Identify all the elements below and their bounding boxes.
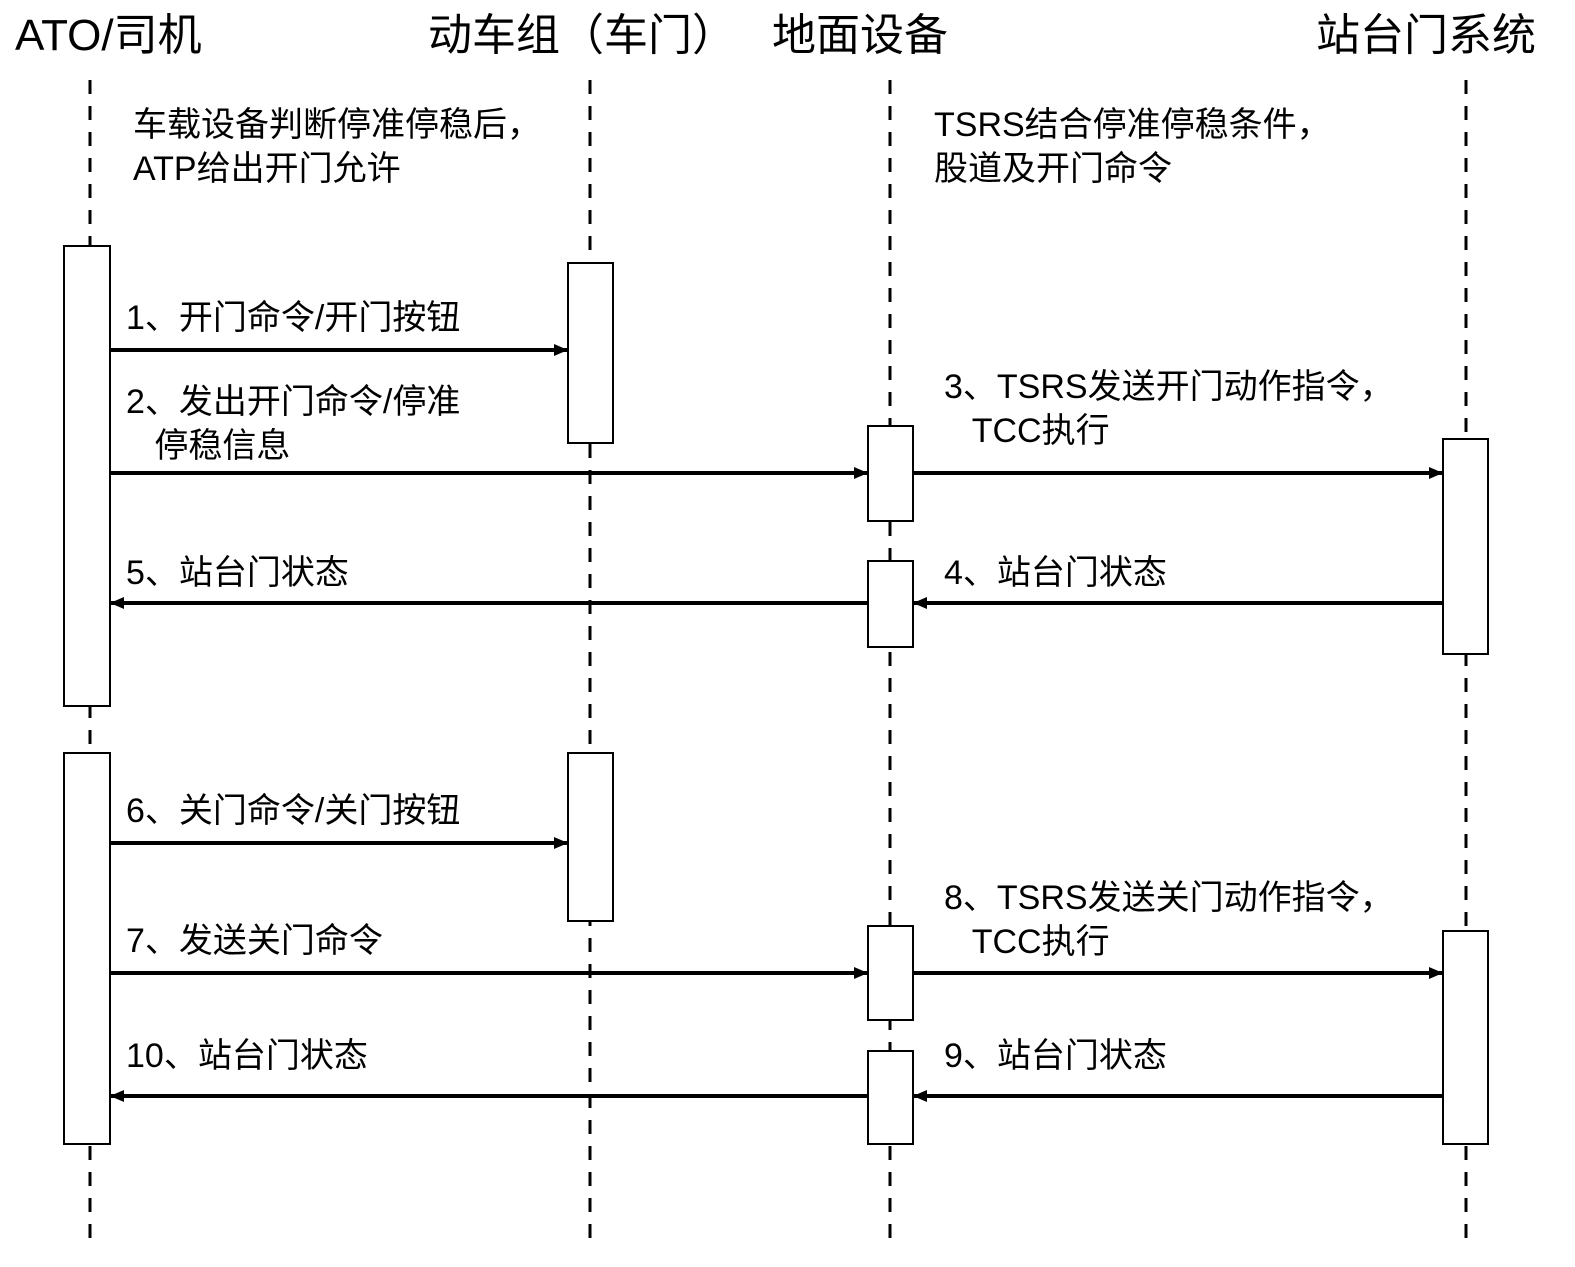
note-line: 车载设备判断停准停稳后， bbox=[133, 106, 541, 144]
lifeline-header-ato: ATO/司机 bbox=[15, 11, 202, 60]
message-label-line: 10、站台门状态 bbox=[126, 1037, 368, 1075]
message-label-1: 1、开门命令/开门按钮 bbox=[126, 297, 460, 341]
note-note-ground: TSRS结合停准停稳条件， 股道及开门命令 bbox=[934, 104, 1331, 191]
message-label-line: 4、站台门状态 bbox=[944, 554, 1167, 592]
activation-box-act-emu-2 bbox=[567, 752, 614, 922]
message-label-line: TCC执行 bbox=[944, 922, 1110, 961]
messages-group bbox=[110, 344, 1443, 1102]
lifeline-header-emu_door: 动车组（车门） bbox=[428, 11, 736, 60]
activation-box-act-ground-2 bbox=[867, 560, 914, 648]
activation-box-act-ground-3 bbox=[867, 925, 914, 1021]
lifeline-header-psd: 站台门系统 bbox=[1316, 11, 1536, 60]
message-label-3: 3、TSRS发送开门动作指令， TCC执行 bbox=[944, 366, 1394, 453]
message-label-7: 7、发送关门命令 bbox=[126, 920, 383, 964]
message-label-10: 10、站台门状态 bbox=[126, 1035, 368, 1079]
note-note-ato: 车载设备判断停准停稳后， ATP给出开门允许 bbox=[133, 104, 541, 191]
activation-box-act-emu-1 bbox=[567, 262, 614, 444]
message-label-line: 3、TSRS发送开门动作指令， bbox=[944, 368, 1394, 406]
message-label-line: 7、发送关门命令 bbox=[126, 922, 383, 960]
activation-box-act-ground-1 bbox=[867, 425, 914, 522]
activation-box-act-ato-2 bbox=[63, 752, 111, 1145]
message-label-line: 停稳信息 bbox=[126, 426, 291, 465]
message-label-8: 8、TSRS发送关门动作指令， TCC执行 bbox=[944, 877, 1394, 964]
activation-box-act-ato-1 bbox=[63, 245, 111, 707]
message-label-4: 4、站台门状态 bbox=[944, 552, 1167, 596]
message-label-line: 8、TSRS发送关门动作指令， bbox=[944, 879, 1394, 917]
message-label-2: 2、发出开门命令/停准 停稳信息 bbox=[126, 381, 460, 468]
message-label-5: 5、站台门状态 bbox=[126, 552, 349, 596]
message-label-6: 6、关门命令/关门按钮 bbox=[126, 790, 460, 834]
activation-box-act-psd-1 bbox=[1442, 438, 1489, 655]
message-label-line: 2、发出开门命令/停准 bbox=[126, 383, 461, 421]
note-line: ATP给出开门允许 bbox=[133, 149, 401, 188]
message-label-line: 9、站台门状态 bbox=[944, 1037, 1167, 1075]
lifeline-header-ground: 地面设备 bbox=[772, 11, 948, 60]
activation-box-act-psd-2 bbox=[1442, 930, 1489, 1145]
message-label-9: 9、站台门状态 bbox=[944, 1035, 1167, 1079]
note-line: 股道及开门命令 bbox=[934, 149, 1172, 188]
message-label-line: 5、站台门状态 bbox=[126, 554, 349, 592]
note-line: TSRS结合停准停稳条件， bbox=[934, 106, 1331, 144]
message-label-line: 1、开门命令/开门按钮 bbox=[126, 299, 461, 337]
activation-box-act-ground-4 bbox=[867, 1050, 914, 1145]
message-label-line: TCC执行 bbox=[944, 411, 1110, 450]
message-label-line: 6、关门命令/关门按钮 bbox=[126, 792, 461, 830]
